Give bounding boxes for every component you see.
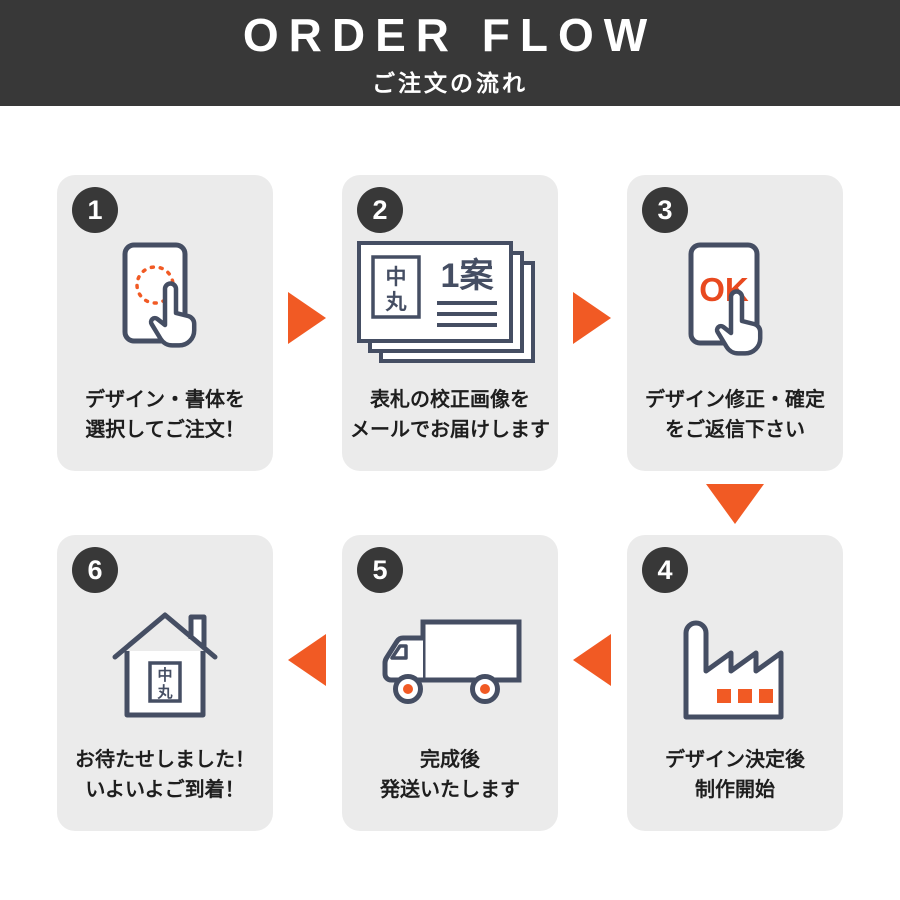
step-card-4: 4 デザイン決定後 制作開始 xyxy=(627,535,843,831)
caption-line: いよいよご到着！ xyxy=(85,779,245,801)
smartphone-ok-icon: OK xyxy=(627,231,843,376)
smartphone-tap-icon xyxy=(57,231,273,376)
header-banner: ORDER FLOW ご注文の流れ xyxy=(0,0,900,106)
arrow-left-icon xyxy=(288,634,326,686)
factory-window xyxy=(759,688,773,703)
step-number-badge: 6 xyxy=(72,547,118,593)
arrow-right-icon xyxy=(573,292,611,344)
proof-image-svg: 中 丸 1案 xyxy=(357,240,535,363)
nameplate-preview xyxy=(371,254,421,319)
step-number-badge: 4 xyxy=(642,547,688,593)
step-card-3: 3 OK デザイン修正・確定 をご返信下さい xyxy=(627,175,843,471)
caption-line: 選択してご注文！ xyxy=(85,419,245,441)
tap-hand xyxy=(714,288,762,356)
house-svg: 中 丸 xyxy=(112,612,217,717)
arrow-down-icon xyxy=(706,484,764,524)
step-number-badge: 2 xyxy=(357,187,403,233)
caption-line: をご返信下さい xyxy=(665,419,805,441)
step-number-badge: 1 xyxy=(72,187,118,233)
proof-image-icon: 中 丸 1案 xyxy=(342,231,558,376)
page-subtitle: ご注文の流れ xyxy=(372,69,528,96)
step-card-5: 5 完成後 発送いたします xyxy=(342,535,558,831)
wheel-hub xyxy=(479,683,490,694)
page-title: ORDER FLOW xyxy=(242,9,658,61)
smartphone-tap-svg xyxy=(122,242,196,348)
caption-line: 制作開始 xyxy=(695,779,775,801)
caption-line: 発送いたします xyxy=(380,779,520,801)
wheel-hub xyxy=(402,683,413,694)
step-number-badge: 5 xyxy=(357,547,403,593)
house-nameplate xyxy=(147,660,182,703)
caption-line: 表札の校正画像を xyxy=(370,389,530,411)
nameplate-text-top: 中 xyxy=(157,666,172,684)
caption-line: お待たせしました！ xyxy=(75,749,255,771)
step-card-2: 2 中 丸 1案 表札の校正画像を メールでお届けします xyxy=(342,175,558,471)
factory-icon xyxy=(627,591,843,736)
factory-svg xyxy=(683,620,784,719)
step-caption: お待たせしました！ いよいよご到着！ xyxy=(57,745,273,805)
delivery-truck-icon xyxy=(342,591,558,736)
step-caption: デザイン・書体を 選択してご注文！ xyxy=(57,385,273,445)
smartphone-ok-svg: OK xyxy=(688,242,762,356)
cab-window xyxy=(389,643,408,660)
roof xyxy=(112,612,217,659)
caption-line: デザイン決定後 xyxy=(665,749,805,771)
arrow-right-icon xyxy=(288,292,326,344)
house-icon: 中 丸 xyxy=(57,591,273,736)
step-card-1: 1 デザイン・書体を 選択してご注文！ xyxy=(57,175,273,471)
step-caption: 完成後 発送いたします xyxy=(342,745,558,805)
delivery-truck-svg xyxy=(381,619,521,704)
arrow-left-icon xyxy=(573,634,611,686)
tap-hand xyxy=(148,280,196,348)
caption-line: デザイン・書体を xyxy=(85,389,245,411)
step-caption: 表札の校正画像を メールでお届けします xyxy=(342,385,558,445)
step-caption: デザイン修正・確定 をご返信下さい xyxy=(627,385,843,445)
proof-case-label: 1案 xyxy=(441,257,495,295)
nameplate-text-bottom: 丸 xyxy=(156,683,173,701)
caption-line: メールでお届けします xyxy=(350,419,550,441)
step-card-6: 6 中 丸 お待たせしました！ いよいよご到着！ xyxy=(57,535,273,831)
step-caption: デザイン決定後 制作開始 xyxy=(627,745,843,805)
truck-box xyxy=(420,619,521,682)
nameplate-text-top: 中 xyxy=(386,266,407,289)
step-number-badge: 3 xyxy=(642,187,688,233)
nameplate-text-bottom: 丸 xyxy=(385,291,408,314)
caption-line: デザイン修正・確定 xyxy=(645,389,825,411)
factory-window xyxy=(738,688,752,703)
factory-outline xyxy=(683,620,784,719)
caption-line: 完成後 xyxy=(420,749,480,771)
factory-window xyxy=(717,688,731,703)
